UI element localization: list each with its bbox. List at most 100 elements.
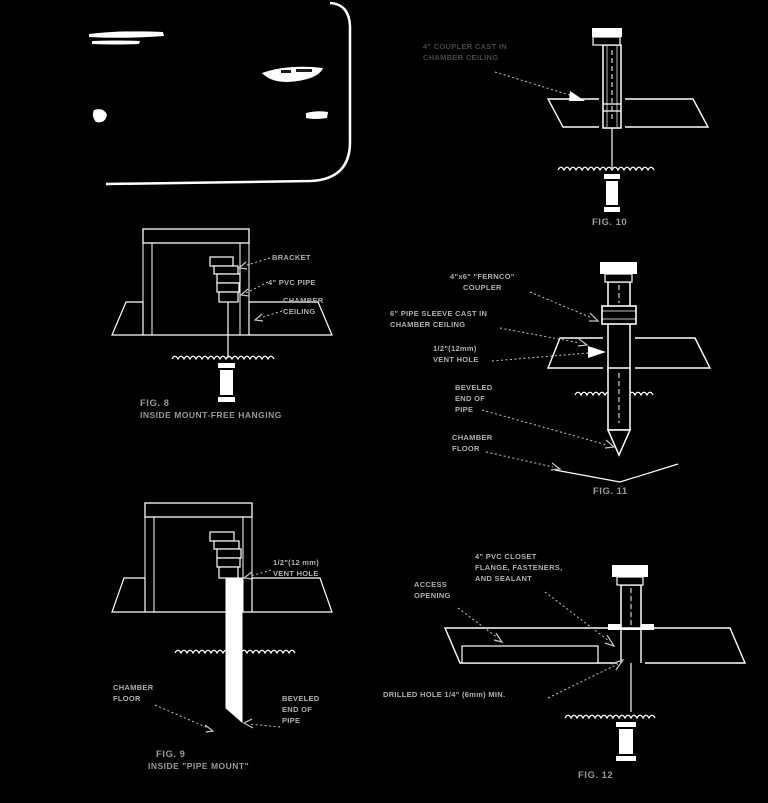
- smear-3: [262, 66, 323, 82]
- fig11-label-sleeve-line1: 6" PIPE SLEEVE CAST IN: [390, 309, 488, 318]
- fig9-drawing: [111, 502, 333, 733]
- fig8-pipe-seg2: [216, 282, 240, 293]
- fig12-leader-drilled-arrow: [610, 658, 625, 671]
- fig10-water-line: [557, 166, 655, 172]
- fig8-leader-ceiling-arrow: [253, 313, 264, 322]
- fig11-label-sleeve-line2: CHAMBER CEILING: [390, 320, 466, 329]
- fig12-sensor-body: [619, 729, 633, 754]
- smear-text-mark: [296, 69, 312, 72]
- fig8-leader-bracket: [243, 257, 271, 267]
- fig9-pipe-seg3: [218, 566, 239, 579]
- fig9-ceiling-left: [111, 577, 146, 613]
- fig11-label-beveled-line3: PIPE: [455, 405, 474, 414]
- fig12-leader-drilled: [547, 663, 619, 699]
- fig10-sensor-bottom: [604, 207, 620, 212]
- fig12-label-access-line2: OPENING: [414, 591, 451, 600]
- smear-text-mark: [281, 70, 291, 73]
- redacted-photo-region: [89, 1, 352, 186]
- fig12-sensor-top: [616, 722, 636, 727]
- fig11-caption: FIG. 11: [593, 486, 628, 497]
- fig9-pipe-seg1: [216, 548, 242, 559]
- fig8-label-bracket: BRACKET: [272, 253, 311, 262]
- fig11-leader-fernco-arrow: [589, 312, 600, 322]
- photo-border: [105, 1, 352, 186]
- fig8-subcaption: INSIDE MOUNT-FREE HANGING: [140, 410, 282, 420]
- fig10-ceiling-slab: [546, 98, 710, 128]
- fig9-leader-vent-arrow: [242, 571, 254, 580]
- fig9-pipe-seg2: [216, 557, 241, 568]
- fig9-ceiling-right: [251, 577, 333, 613]
- fig11-leader-beveled-arrow: [604, 439, 616, 449]
- fig8-leader-ceiling: [259, 310, 283, 319]
- fig11-leader-sleeve: [499, 327, 581, 344]
- fig11-label-fernco-line2: COUPLER: [463, 283, 502, 292]
- fig12-label-flange-line3: AND SEALANT: [475, 574, 533, 583]
- fig11-chamber-floor-line: [554, 463, 679, 483]
- fig11-drawing: [481, 262, 712, 483]
- fig11-label-vent-line2: VENT HOLE: [433, 355, 479, 364]
- fig8-leader-pipe-arrow: [239, 288, 250, 297]
- fig8-sensor-top: [218, 363, 235, 368]
- fig8-leader-bracket-arrow: [237, 261, 248, 270]
- fig10-caption: FIG. 10: [592, 217, 628, 228]
- fig11-label-beveled-line1: BEVELED: [455, 383, 493, 392]
- fig12-label-access-line1: ACCESS: [414, 580, 448, 589]
- fig9-label-floor-line2: FLOOR: [113, 694, 141, 703]
- fig11-label-beveled-line2: END OF: [455, 394, 486, 403]
- fig11-leader-fernco: [529, 291, 593, 319]
- fig12-caption: FIG. 12: [578, 770, 614, 781]
- fig8-caption: FIG. 8: [140, 398, 170, 409]
- fig12-access-opening: [461, 645, 599, 664]
- fig9-chamber-right-wall: [242, 516, 253, 613]
- fig12-pipe-collar: [616, 576, 644, 586]
- fig8-label-pipe: 4" PVC PIPE: [268, 278, 316, 287]
- fig8-ceiling-right: [248, 301, 333, 336]
- fig9-caption: FIG. 9: [156, 749, 186, 760]
- fig10-label-coupler-line1: 4" COUPLER CAST IN: [423, 42, 507, 51]
- fig9-bracket: [209, 531, 235, 542]
- fig8-label-ceiling-line1: CHAMBER: [283, 296, 324, 305]
- fig9-mount-pipe: [225, 577, 243, 724]
- fig12-leader-access-arrow: [493, 632, 504, 643]
- fig12-leader-access: [457, 607, 499, 639]
- fig8-ceiling-left: [111, 301, 144, 336]
- fig11-label-floor-line2: FLOOR: [452, 444, 480, 453]
- fig10-sensor-top: [604, 174, 620, 179]
- fig11-pipe-collar: [604, 273, 633, 283]
- fig8-sensor-body: [220, 370, 233, 395]
- fig9-label-beveled-line2: END OF: [282, 705, 313, 714]
- fig8-chamber-left-wall: [142, 242, 153, 336]
- fig9-label-beveled-line1: BEVELED: [282, 694, 320, 703]
- fig11-label-floor-line1: CHAMBER: [452, 433, 493, 442]
- fig11-leader-floor-arrow: [550, 462, 562, 471]
- fig12-label-flange-line1: 4" PVC CLOSET: [475, 552, 537, 561]
- fig9-bracket-2: [213, 540, 240, 550]
- fig11-pipe-cap: [600, 262, 637, 274]
- fig10-label-coupler-line2: CHAMBER CEILING: [423, 53, 499, 62]
- fig9-label-vent-line1: 1/2"(12 mm): [273, 558, 320, 567]
- fig9-leader-beveled: [248, 723, 281, 728]
- fig11-leader-sleeve-arrow: [577, 338, 589, 347]
- fig11-vent-arrow: [588, 346, 606, 358]
- fig9-chamber-top: [144, 502, 253, 518]
- fig11-label-fernco-line1: 4"x6" "FERNCO": [450, 272, 515, 281]
- fig11-beveled-tip: [606, 429, 632, 457]
- fig8-pipe-seg1: [216, 273, 241, 284]
- fig9-label-vent-line2: VENT HOLE: [273, 569, 319, 578]
- fig10-leader: [494, 71, 577, 98]
- smear-1: [89, 31, 164, 38]
- fig10-sensor-body: [606, 181, 618, 205]
- fig8-drawing: [111, 228, 333, 402]
- fig10-pipe-collar: [592, 36, 621, 46]
- fig8-chamber-top: [142, 228, 250, 244]
- fig11-ceiling-slab: [546, 337, 712, 369]
- fig12-label-drilled: DRILLED HOLE 1/4" (6mm) MIN.: [383, 690, 506, 699]
- smear-5: [306, 111, 328, 119]
- fig12-leader-flange: [544, 591, 610, 642]
- smear-4: [92, 109, 107, 123]
- fig11-leader-beveled: [481, 409, 608, 446]
- fig10-pipe-cap: [592, 28, 622, 37]
- fig9-label-beveled-line3: PIPE: [282, 716, 301, 725]
- fig12-sensor-bottom: [616, 756, 636, 761]
- fig8-sensor-bottom: [218, 397, 235, 402]
